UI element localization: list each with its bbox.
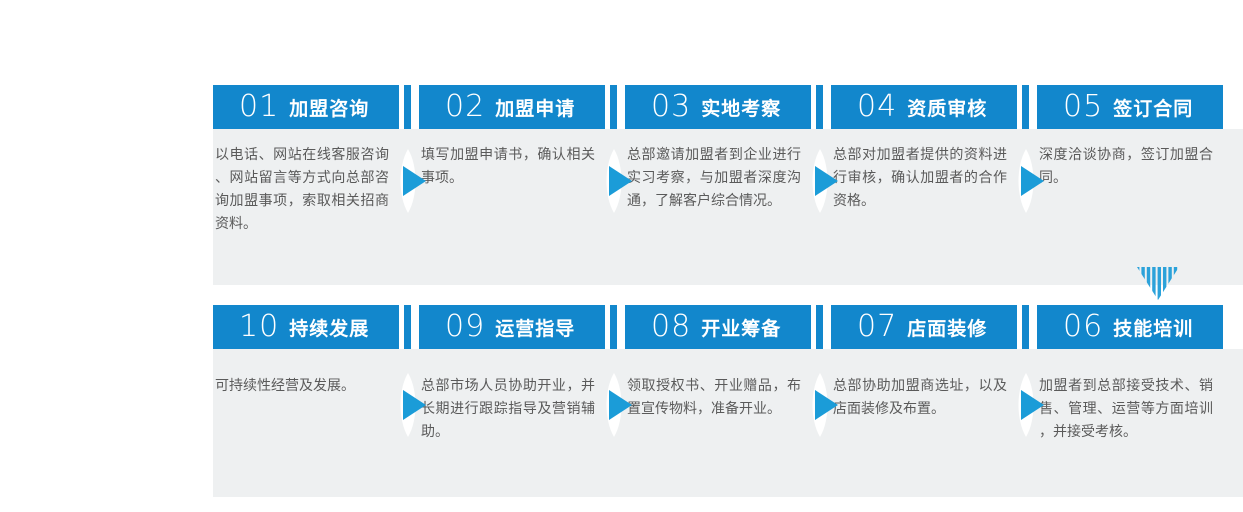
step-card-02: 02 加盟申请 填写加盟申请书，确认相关事项。 — [419, 85, 625, 190]
step-card-10: 10 持续发展 可持续性经营及发展。 — [213, 305, 419, 398]
step-number: 04 — [857, 89, 898, 124]
step-header: 08 开业筹备 — [625, 305, 811, 349]
header-ribbon-tab — [610, 85, 617, 129]
step-description: 总部邀请加盟者到企业进行实习考察，与加盟者深度沟通，了解客户综合情况。 — [627, 147, 801, 209]
step-title: 资质审核 — [907, 97, 988, 120]
header-ribbon-tab — [404, 305, 411, 349]
step-description: 加盟者到总部接受技术、销售、管理、运营等方面培训，并接受考核。 — [1039, 378, 1213, 440]
step-header: 02 加盟申请 — [419, 85, 605, 129]
step-card-07: 07 店面装修 总部协助加盟商选址，以及店面装修及布置。 — [831, 305, 1037, 421]
step-title: 技能培训 — [1113, 317, 1194, 340]
down-arrow-icon — [1136, 267, 1180, 301]
step-title: 加盟咨询 — [289, 97, 370, 120]
step-header: 07 店面装修 — [831, 305, 1017, 349]
step-number: 08 — [651, 309, 692, 344]
step-title: 签订合同 — [1113, 97, 1194, 120]
step-card-03: 03 实地考察 总部邀请加盟者到企业进行实习考察，与加盟者深度沟通，了解客户综合… — [625, 85, 831, 213]
step-number: 07 — [857, 309, 898, 344]
header-ribbon-tab — [1022, 85, 1029, 129]
step-card-08: 08 开业筹备 领取授权书、开业赠品，布置宣传物料，准备开业。 — [625, 305, 831, 421]
step-description: 以电话、网站在线客服咨询、网站留言等方式向总部咨询加盟事项，索取相关招商资料。 — [215, 147, 389, 232]
step-description: 深度洽谈协商，签订加盟合同。 — [1039, 147, 1213, 186]
step-header: 04 资质审核 — [831, 85, 1017, 129]
step-card-05: 05 签订合同 深度洽谈协商，签订加盟合同。 — [1037, 85, 1243, 190]
step-description: 总部协助加盟商选址，以及店面装修及布置。 — [833, 378, 1007, 417]
step-card-09: 09 运营指导 总部市场人员协助开业，并长期进行跟踪指导及营销辅助。 — [419, 305, 625, 444]
step-description: 总部市场人员协助开业，并长期进行跟踪指导及营销辅助。 — [421, 378, 595, 440]
step-number: 06 — [1063, 309, 1104, 344]
step-title: 实地考察 — [701, 97, 782, 120]
step-header: 01 加盟咨询 — [213, 85, 399, 129]
step-arrow-icon — [595, 148, 635, 214]
header-ribbon-tab — [1022, 305, 1029, 349]
step-arrow-icon — [389, 148, 429, 214]
step-number: 10 — [239, 309, 280, 344]
step-header: 05 签订合同 — [1037, 85, 1223, 129]
step-card-04: 04 资质审核 总部对加盟者提供的资料进行审核，确认加盟者的合作资格。 — [831, 85, 1037, 213]
header-ribbon-tab — [610, 305, 617, 349]
step-number: 02 — [445, 89, 486, 124]
step-card-06: 06 技能培训 加盟者到总部接受技术、销售、管理、运营等方面培训，并接受考核。 — [1037, 305, 1243, 444]
step-header: 06 技能培训 — [1037, 305, 1223, 349]
step-description: 填写加盟申请书，确认相关事项。 — [421, 147, 595, 186]
step-number: 03 — [651, 89, 692, 124]
step-description: 可持续性经营及发展。 — [215, 378, 355, 394]
step-title: 开业筹备 — [701, 317, 782, 340]
step-number: 01 — [239, 89, 280, 124]
header-ribbon-tab — [816, 305, 823, 349]
step-arrow-icon — [801, 148, 841, 214]
step-description: 总部对加盟者提供的资料进行审核，确认加盟者的合作资格。 — [833, 147, 1007, 209]
step-title: 加盟申请 — [495, 97, 576, 120]
step-title: 持续发展 — [289, 317, 370, 340]
step-title: 店面装修 — [907, 317, 988, 340]
step-arrow-icon — [1007, 372, 1047, 438]
step-title: 运营指导 — [495, 317, 576, 340]
step-arrow-icon — [595, 372, 635, 438]
top-row-background-band — [213, 129, 1243, 285]
step-description: 领取授权书、开业赠品，布置宣传物料，准备开业。 — [627, 378, 801, 417]
bottom-row-background-band — [213, 349, 1243, 497]
step-number: 09 — [445, 309, 486, 344]
step-number: 05 — [1063, 89, 1104, 124]
step-card-01: 01 加盟咨询 以电话、网站在线客服咨询、网站留言等方式向总部咨询加盟事项，索取… — [213, 85, 419, 236]
step-arrow-icon — [801, 372, 841, 438]
step-arrow-icon — [1007, 148, 1047, 214]
header-ribbon-tab — [816, 85, 823, 129]
step-header: 10 持续发展 — [213, 305, 399, 349]
step-header: 03 实地考察 — [625, 85, 811, 129]
step-arrow-icon — [389, 372, 429, 438]
step-header: 09 运营指导 — [419, 305, 605, 349]
header-ribbon-tab — [404, 85, 411, 129]
